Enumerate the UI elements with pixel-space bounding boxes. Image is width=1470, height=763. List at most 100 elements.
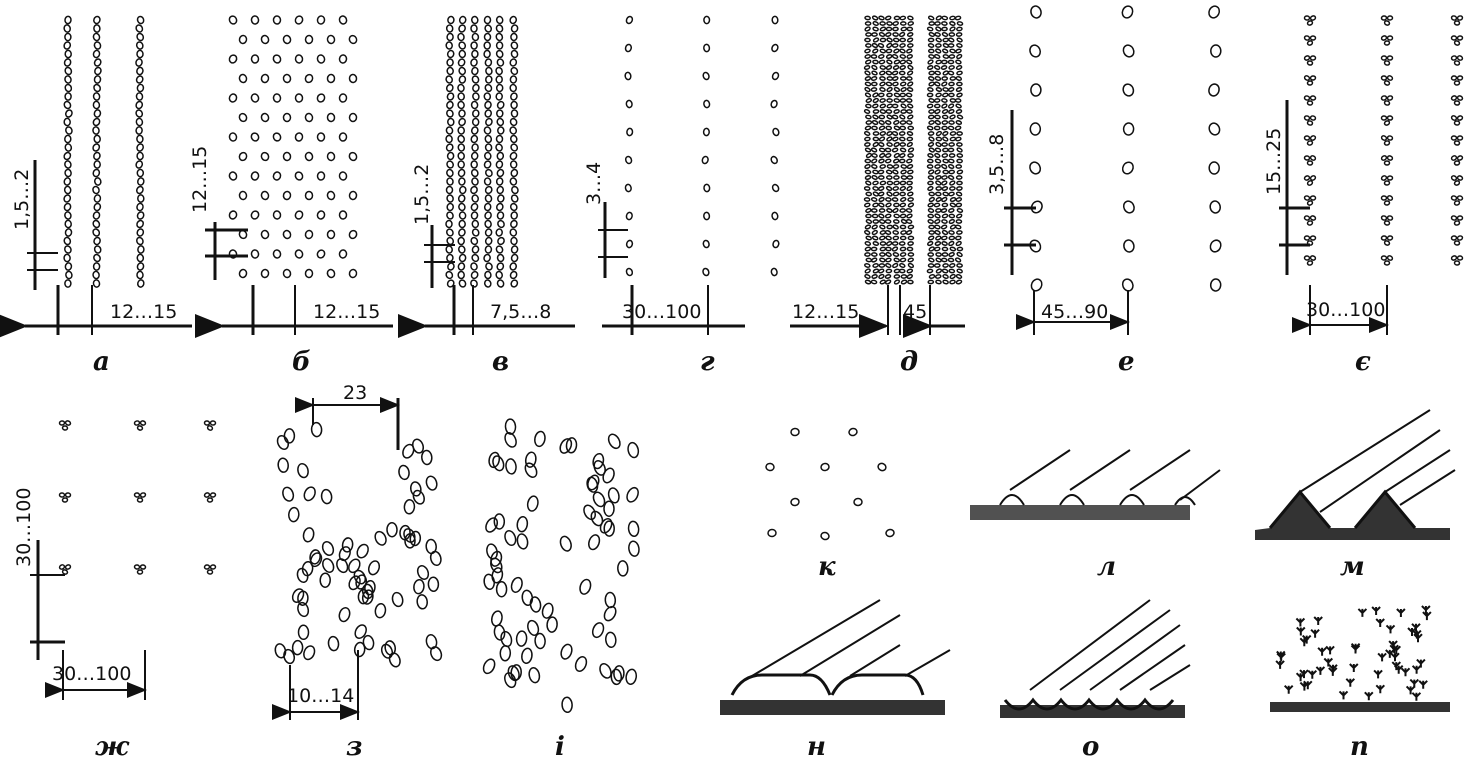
seed <box>470 262 478 271</box>
seed <box>905 98 913 103</box>
seed <box>260 73 270 84</box>
seed <box>947 158 955 164</box>
seed <box>906 268 914 274</box>
seed <box>949 273 956 280</box>
seed <box>870 76 878 81</box>
seed-cluster <box>1306 40 1314 46</box>
seed <box>927 37 935 43</box>
seed <box>63 194 72 203</box>
seed <box>64 160 72 169</box>
panel-m: м <box>1255 409 1456 582</box>
seed-cluster <box>1453 80 1461 86</box>
seed <box>483 126 492 135</box>
seed-cluster <box>206 569 214 575</box>
seed <box>906 43 914 48</box>
seed <box>470 185 478 195</box>
seed <box>459 185 467 195</box>
seed <box>560 643 573 660</box>
seed-cluster <box>1450 15 1458 21</box>
seed <box>92 126 100 135</box>
seed <box>458 109 466 118</box>
seed <box>941 21 948 26</box>
seed <box>892 262 899 269</box>
seed <box>935 37 942 43</box>
seed <box>574 656 588 672</box>
seed <box>892 169 899 175</box>
seed <box>65 109 73 118</box>
seed <box>528 667 541 684</box>
seed <box>63 24 71 33</box>
seed <box>624 43 633 53</box>
seed <box>935 180 942 186</box>
seed <box>879 164 887 169</box>
seed <box>871 119 879 126</box>
seed <box>458 41 467 50</box>
seed <box>63 185 72 195</box>
seed <box>409 481 422 497</box>
seed <box>906 87 914 92</box>
seed <box>64 75 72 84</box>
seed-cluster <box>1303 35 1311 41</box>
seed <box>64 228 73 237</box>
seed <box>891 70 899 76</box>
seed <box>93 253 101 263</box>
seed <box>934 169 941 175</box>
panel-ye-dim-vertical: 15…25 <box>1263 128 1285 195</box>
seed <box>954 98 962 103</box>
seed <box>338 132 348 142</box>
seed <box>250 54 260 64</box>
seed <box>326 229 336 240</box>
seed <box>610 668 623 686</box>
seed <box>865 152 873 159</box>
seed <box>316 210 326 220</box>
seed <box>864 224 872 230</box>
seed <box>871 64 878 71</box>
seed <box>886 42 893 49</box>
seed <box>524 462 538 478</box>
seed <box>899 224 907 230</box>
seed-cluster <box>1380 15 1388 21</box>
plant-sprout <box>1313 616 1323 625</box>
seed <box>496 262 505 271</box>
seed-cluster <box>1383 220 1391 226</box>
seed <box>625 99 633 109</box>
seed <box>885 202 892 208</box>
seed <box>137 177 145 186</box>
seed <box>871 235 879 241</box>
seed <box>955 48 962 54</box>
seed <box>907 224 915 230</box>
seed <box>136 143 144 152</box>
seed-cluster <box>1303 195 1311 201</box>
seed <box>297 590 309 606</box>
seed <box>136 270 144 280</box>
seed <box>603 605 617 622</box>
seed-cluster <box>1309 55 1317 61</box>
seed <box>955 213 963 219</box>
seed <box>484 236 493 246</box>
seed <box>954 235 962 241</box>
seed <box>885 257 892 263</box>
seed <box>1208 83 1220 97</box>
plant-sprout <box>1307 669 1318 679</box>
seed <box>592 452 605 470</box>
seed <box>948 268 956 274</box>
seed <box>1121 161 1134 175</box>
seed <box>935 235 942 241</box>
seed <box>702 127 710 137</box>
seed <box>926 268 934 274</box>
plant-sprout <box>1385 624 1396 634</box>
seed <box>357 588 370 605</box>
seed <box>63 236 72 246</box>
seed <box>871 213 879 219</box>
seed <box>282 34 292 45</box>
seed <box>892 164 900 169</box>
seed <box>136 15 145 25</box>
seed-cluster <box>1453 120 1461 126</box>
seed <box>900 26 908 32</box>
seed <box>294 15 304 25</box>
seed <box>1122 83 1135 97</box>
seed <box>541 602 554 619</box>
seed <box>864 48 871 54</box>
seed <box>885 175 893 180</box>
seed <box>250 249 260 259</box>
